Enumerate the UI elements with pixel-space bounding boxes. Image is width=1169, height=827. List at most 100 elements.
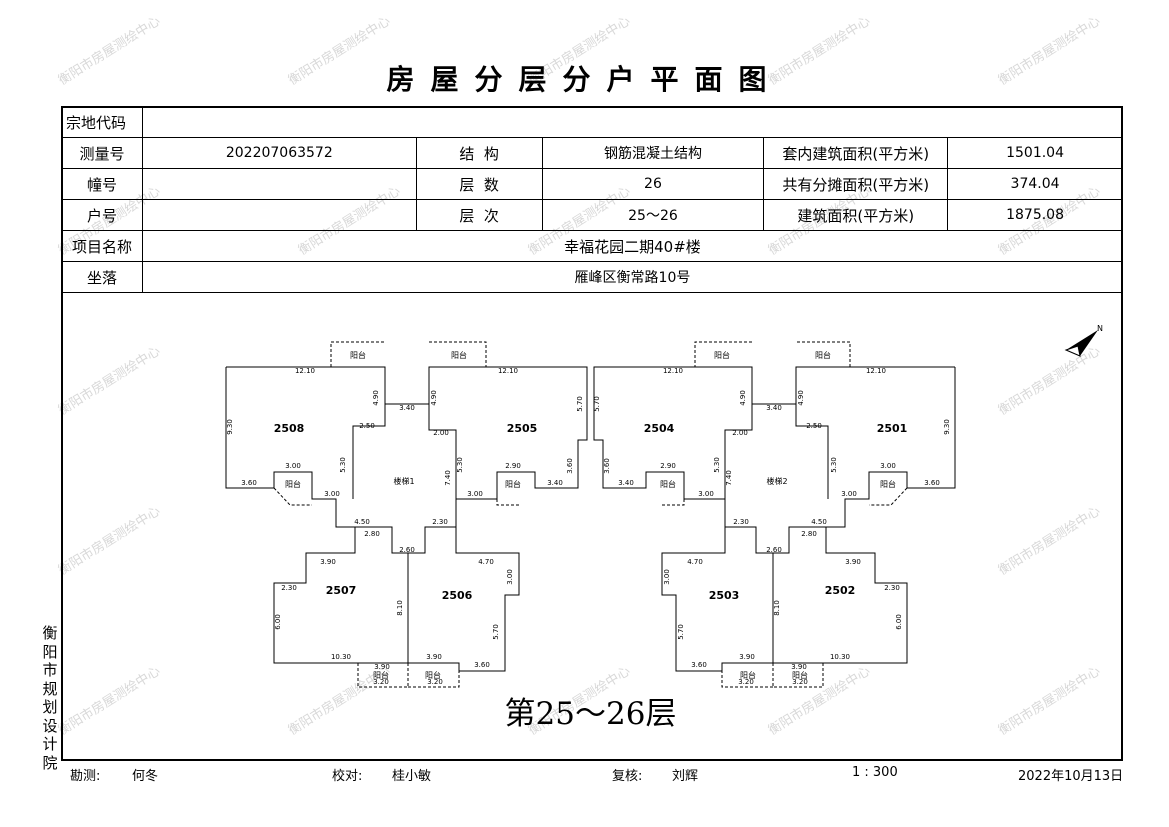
dimension-label: 3.00 (285, 462, 301, 470)
dimension-label: 12.10 (295, 367, 315, 375)
dimension-label: 3.40 (618, 479, 634, 487)
balcony-label: 阳台 (285, 479, 301, 489)
checker-name: 桂小敏 (392, 769, 432, 784)
dimension-label: 3.20 (427, 678, 443, 686)
room-label: 2507 (326, 584, 357, 597)
floors-label: 层 数 (415, 168, 543, 200)
dimension-label: 2.00 (433, 429, 449, 437)
balcony-line (357, 663, 409, 688)
dimension-label: 5.30 (456, 457, 464, 473)
wall-line (352, 404, 386, 499)
dimension-label: 2.80 (801, 530, 817, 538)
dimension-label: 9.30 (226, 419, 234, 435)
wall-line (428, 404, 457, 499)
dimension-label: 3.90 (791, 663, 807, 671)
room-label: 2503 (709, 589, 740, 602)
wall-line (795, 404, 829, 499)
balcony-line (869, 487, 908, 506)
dimension-label: 2.30 (281, 584, 297, 592)
building-left-outline (225, 341, 588, 688)
dimension-label: 2.60 (766, 546, 782, 554)
structure-label: 结 构 (415, 137, 543, 169)
dimension-label: 3.00 (467, 490, 483, 498)
balcony-label: 阳台 (660, 479, 676, 489)
inner-area-value: 1501.04 (947, 137, 1123, 169)
building-right-outline (593, 341, 956, 688)
north-arrow-icon: N (1064, 324, 1103, 357)
dimension-label: 3.00 (324, 490, 340, 498)
balcony-line (496, 499, 520, 506)
dimension-label: 3.60 (924, 479, 940, 487)
dimension-label: 4.90 (739, 390, 747, 406)
dimension-label: 2.50 (359, 422, 375, 430)
room-label: 2502 (825, 584, 856, 597)
dimension-label: 3.60 (603, 458, 611, 474)
balcony-label: 阳台 (425, 670, 441, 680)
location-label: 坐落 (61, 261, 143, 293)
dimension-label: 3.20 (738, 678, 754, 686)
dimension-label: 2.00 (732, 429, 748, 437)
room-label: 2506 (442, 589, 473, 602)
date: 2022年10月13日 (1018, 769, 1124, 784)
balcony-line (330, 341, 385, 367)
building-area-label: 建筑面积(平方米) (763, 199, 949, 231)
dimension-label: 4.90 (430, 390, 438, 406)
dimension-label: 3.00 (841, 490, 857, 498)
dimension-label: 2.90 (505, 462, 521, 470)
dimension-label: 6.00 (895, 614, 903, 630)
location-value: 雁峰区衡常路10号 (141, 261, 1124, 293)
room-label: 2501 (877, 422, 908, 435)
dimension-label: 2.30 (733, 518, 749, 526)
checker-label: 校对: (332, 769, 363, 784)
floor-level-value: 25～26 (541, 199, 765, 231)
dimension-label: 5.70 (576, 396, 584, 412)
dimension-label: 3.60 (241, 479, 257, 487)
balcony-label: 阳台 (714, 350, 730, 360)
dimension-label: 7.40 (725, 470, 733, 486)
dimension-label: 8.10 (396, 600, 404, 616)
dimension-label: 3.40 (547, 479, 563, 487)
dimension-label: 4.50 (354, 518, 370, 526)
page-title: 房屋分层分户平面图 (386, 63, 783, 96)
balcony-line (772, 663, 824, 688)
dimension-label: 3.90 (739, 653, 755, 661)
balcony-label: 阳台 (792, 670, 808, 680)
institute-name: 衡阳市规划设计院 (42, 624, 58, 772)
balcony-label: 阳台 (451, 350, 467, 360)
dimension-label: 3.00 (506, 569, 514, 585)
dimension-label: 3.20 (792, 678, 808, 686)
dimension-label: 3.40 (766, 404, 782, 412)
dimension-label: 5.70 (593, 396, 601, 412)
dimension-label: 2.30 (432, 518, 448, 526)
dimension-label: 9.30 (943, 419, 951, 435)
dimension-label: 5.30 (713, 457, 721, 473)
balcony-line (273, 487, 312, 506)
dimension-label: 3.60 (474, 661, 490, 669)
balcony-label: 阳台 (373, 670, 389, 680)
dimension-label: 4.50 (811, 518, 827, 526)
dimension-label: 7.40 (444, 470, 452, 486)
surveyor-name: 何冬 (132, 769, 159, 784)
reviewer-label: 复核: (612, 769, 643, 784)
dimension-label: 3.90 (845, 558, 861, 566)
unit-no-value (141, 199, 417, 231)
dimension-label: 5.70 (677, 624, 685, 640)
wall-line (225, 366, 588, 672)
dimension-label: 4.70 (478, 558, 494, 566)
unit-no-label: 户号 (61, 199, 143, 231)
dimension-label: 12.10 (498, 367, 518, 375)
dimension-label: 3.90 (320, 558, 336, 566)
project-value: 幸福花园二期40#楼 (141, 230, 1124, 262)
room-label: 2505 (507, 422, 538, 435)
reviewer-name: 刘辉 (672, 769, 699, 784)
dimension-label: 2.60 (399, 546, 415, 554)
floor-caption: 第25～26层 (504, 696, 677, 732)
balcony-line (408, 671, 460, 688)
balcony-line (796, 341, 851, 367)
balcony-label: 阳台 (815, 350, 831, 360)
surveyor-label: 勘测: (70, 769, 101, 784)
room-label: 楼梯1 (393, 476, 414, 486)
info-table: 宗地代码 测量号 202207063572 结 构 钢筋混凝土结构 套内建筑面积… (61, 106, 1124, 293)
wall-line (593, 366, 956, 672)
dimension-label: 12.10 (866, 367, 886, 375)
